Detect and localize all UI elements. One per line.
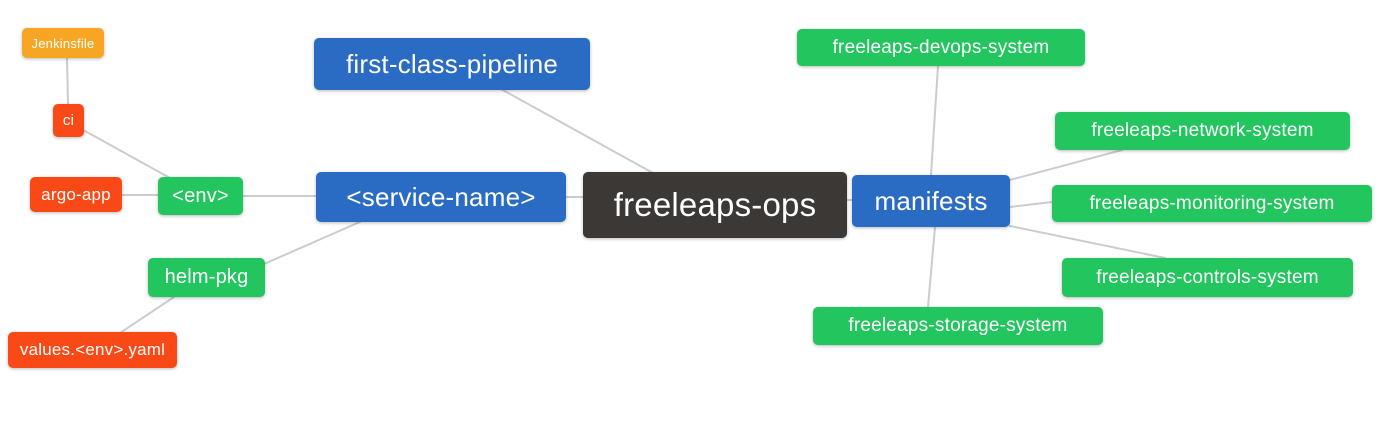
node-helm-pkg[interactable]: helm-pkg (148, 258, 265, 297)
edge-manifests-storage (927, 226, 936, 308)
edge-pipeline-ops (500, 88, 654, 174)
edge-values-yaml-helm-pkg (119, 296, 175, 334)
node-freeleaps-monitoring-system[interactable]: freeleaps-monitoring-system (1052, 185, 1372, 222)
node-service-name[interactable]: <service-name> (316, 172, 566, 222)
edge-manifests-controls (1009, 225, 1166, 259)
node-freeleaps-controls-system[interactable]: freeleaps-controls-system (1062, 258, 1353, 297)
edge-manifests-monitoring (1009, 201, 1053, 208)
edge-ci-env (84, 130, 171, 179)
node-values-env-yaml[interactable]: values.<env>.yaml (8, 332, 177, 368)
node-manifests[interactable]: manifests (852, 175, 1010, 227)
node-env[interactable]: <env> (158, 177, 243, 215)
node-freeleaps-ops-root[interactable]: freeleaps-ops (583, 172, 847, 238)
node-jenkinsfile[interactable]: Jenkinsfile (22, 28, 104, 58)
node-first-class-pipeline[interactable]: first-class-pipeline (314, 38, 590, 90)
node-freeleaps-storage-system[interactable]: freeleaps-storage-system (813, 307, 1103, 345)
node-ci[interactable]: ci (53, 104, 84, 137)
edge-helm-pkg-service-name (263, 220, 363, 265)
edge-manifests-devops (930, 65, 939, 176)
node-freeleaps-devops-system[interactable]: freeleaps-devops-system (797, 29, 1085, 66)
node-argo-app[interactable]: argo-app (30, 177, 122, 212)
edge-jenkinsfile-ci (66, 57, 69, 105)
edge-manifests-network (1009, 149, 1123, 181)
node-freeleaps-network-system[interactable]: freeleaps-network-system (1055, 112, 1350, 150)
